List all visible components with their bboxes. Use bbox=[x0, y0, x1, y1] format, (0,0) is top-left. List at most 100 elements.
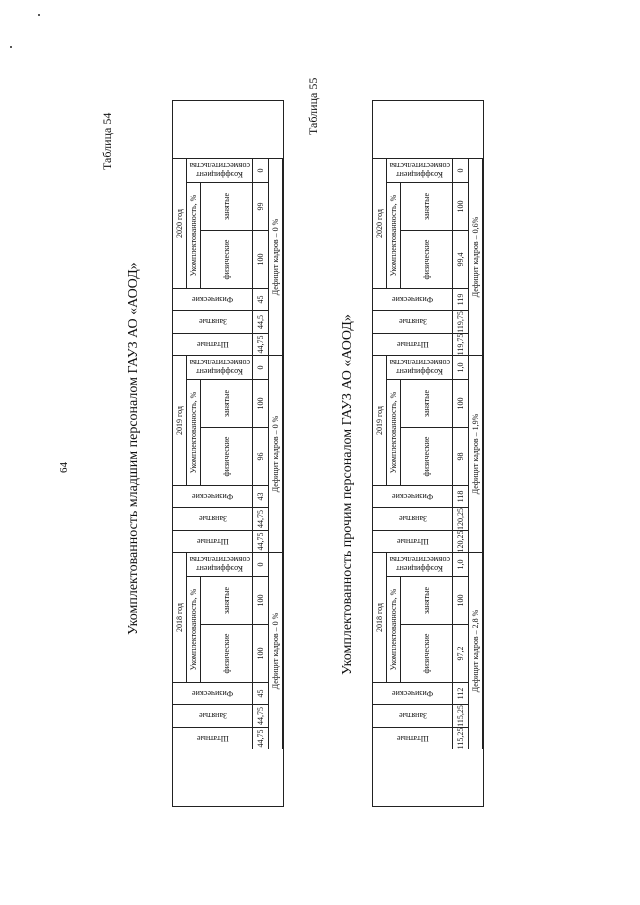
value-fiz-text: 43 bbox=[256, 492, 265, 501]
header-zanyat: Занятые bbox=[373, 704, 453, 727]
header-ukomp-text: Укомплектованность, % bbox=[189, 194, 198, 277]
value-koef-text: 0 bbox=[256, 168, 265, 173]
header-koef-text: Коэффициент совместительства bbox=[189, 358, 250, 377]
value-koef: 0 bbox=[453, 158, 469, 182]
header-zanyat: Занятые bbox=[173, 310, 253, 333]
value-zanyat: 120,25 bbox=[453, 507, 469, 530]
value-zanyat-text: 119,75 bbox=[456, 311, 465, 333]
header-ukomp-fiz-text: физические bbox=[422, 633, 431, 674]
header-ukomp-zan: занятые bbox=[201, 182, 253, 230]
deficit-note: Дефицит кадров – 0 % bbox=[269, 355, 283, 552]
header-zanyat-text: Занятые bbox=[198, 514, 227, 524]
value-ukomp_zan: 99 bbox=[253, 182, 269, 230]
header-ukomp-text: Укомплектованность, % bbox=[189, 391, 198, 474]
header-zanyat-text: Занятые bbox=[398, 514, 427, 524]
value-ukomp_zan-text: 100 bbox=[456, 397, 465, 410]
value-shtat-text: 119,75 bbox=[456, 333, 465, 355]
header-ukomp-zan: занятые bbox=[401, 379, 453, 427]
value-zanyat-text: 120,25 bbox=[456, 508, 465, 530]
header-ukomp-text: Укомплектованность, % bbox=[189, 588, 198, 671]
deficit-note-text: Дефицит кадров – 0 % bbox=[271, 415, 280, 493]
value-ukomp_fiz-text: 99,4 bbox=[456, 252, 465, 267]
header-zanyat-text: Занятые bbox=[198, 317, 227, 327]
header-koef: Коэффициент совместительства bbox=[187, 552, 253, 576]
header-ukomp-fiz-text: физические bbox=[222, 633, 231, 674]
value-shtat: 115,25 bbox=[453, 727, 469, 749]
value-zanyat: 44,75 bbox=[253, 507, 269, 530]
table-55-title: Укомплектованность прочим персоналом ГАУ… bbox=[340, 314, 355, 675]
value-fiz-text: 118 bbox=[456, 490, 465, 503]
value-ukomp_fiz: 97,2 bbox=[453, 624, 469, 682]
value-ukomp_zan-text: 99 bbox=[256, 202, 265, 211]
value-ukomp_zan-text: 100 bbox=[456, 594, 465, 607]
deficit-note: Дефицит кадров – 0 % bbox=[269, 552, 283, 749]
header-zanyat: Занятые bbox=[173, 507, 253, 530]
value-fiz: 112 bbox=[453, 682, 469, 704]
value-koef: 0 bbox=[253, 552, 269, 576]
header-shtat: Штатные bbox=[173, 727, 253, 749]
value-ukomp_zan: 100 bbox=[453, 379, 469, 427]
header-ukomp-fiz: физические bbox=[201, 624, 253, 682]
value-shtat: 119,75 bbox=[453, 333, 469, 355]
header-koef: Коэффициент совместительства bbox=[387, 552, 453, 576]
value-shtat-text: 120,25 bbox=[456, 530, 465, 553]
year-header-text: 2019 год bbox=[175, 406, 184, 435]
header-koef-text: Коэффициент совместительства bbox=[389, 358, 450, 377]
header-fiz: Физические bbox=[173, 682, 253, 704]
header-ukomp-zan-text: занятые bbox=[222, 192, 231, 221]
year-header-text: 2018 год bbox=[375, 603, 384, 632]
header-ukomp-fiz-text: физические bbox=[422, 239, 431, 280]
value-ukomp_fiz-text: 100 bbox=[256, 647, 265, 660]
header-shtat: Штатные bbox=[373, 530, 453, 552]
header-fiz: Физические bbox=[373, 288, 453, 310]
header-ukomp: Укомплектованность, % bbox=[187, 182, 201, 288]
year-header-text: 2019 год bbox=[375, 406, 384, 435]
value-ukomp_zan: 100 bbox=[453, 576, 469, 624]
header-ukomp-text: Укомплектованность, % bbox=[389, 588, 398, 671]
header-zanyat: Занятые bbox=[173, 704, 253, 727]
value-zanyat-text: 115,25 bbox=[456, 705, 465, 727]
value-shtat-text: 44,75 bbox=[256, 532, 265, 551]
value-ukomp_fiz: 96 bbox=[253, 427, 269, 485]
header-shtat: Штатные bbox=[373, 727, 453, 749]
table-55-label: Таблица 55 bbox=[306, 77, 320, 135]
year-header-text: 2020 год bbox=[375, 209, 384, 238]
header-fiz-text: Физические bbox=[191, 492, 234, 501]
header-ukomp: Укомплектованность, % bbox=[387, 182, 401, 288]
value-zanyat: 44,5 bbox=[253, 310, 269, 333]
header-koef: Коэффициент совместительства bbox=[387, 158, 453, 182]
year-header: 2020 год bbox=[173, 158, 187, 288]
value-koef-text: 0 bbox=[256, 562, 265, 567]
value-koef: 1,0 bbox=[453, 355, 469, 379]
header-ukomp: Укомплектованность, % bbox=[387, 576, 401, 682]
value-ukomp_fiz: 99,4 bbox=[453, 230, 469, 288]
header-ukomp-text: Укомплектованность, % bbox=[389, 391, 398, 474]
header-fiz-text: Физические bbox=[191, 689, 234, 698]
header-fiz-text: Физические bbox=[191, 295, 234, 304]
header-koef-text: Коэффициент совместительства bbox=[389, 161, 450, 180]
header-ukomp-zan-text: занятые bbox=[222, 586, 231, 615]
table-54-label: Таблица 54 bbox=[100, 112, 114, 170]
header-fiz: Физические bbox=[373, 485, 453, 507]
header-ukomp-fiz: физические bbox=[201, 427, 253, 485]
deficit-note: Дефицит кадров – 0 % bbox=[269, 158, 283, 355]
header-koef-text: Коэффициент совместительства bbox=[189, 161, 250, 180]
value-ukomp_zan-text: 100 bbox=[456, 200, 465, 213]
scan-speck bbox=[38, 14, 40, 16]
header-ukomp-fiz: физические bbox=[401, 427, 453, 485]
year-header: 2018 год bbox=[173, 552, 187, 682]
header-zanyat: Занятые bbox=[373, 310, 453, 333]
table-54-title: Укомплектованность младшим персоналом ГА… bbox=[126, 262, 141, 635]
header-ukomp-text: Укомплектованность, % bbox=[389, 194, 398, 277]
value-zanyat-text: 44,5 bbox=[256, 315, 265, 329]
header-ukomp-fiz: физические bbox=[201, 230, 253, 288]
header-zanyat-text: Занятые bbox=[398, 317, 427, 327]
deficit-note-text: Дефицит кадров – 0 % bbox=[271, 612, 280, 690]
value-ukomp_zan-text: 100 bbox=[256, 397, 265, 410]
year-header-text: 2018 год bbox=[175, 603, 184, 632]
header-fiz-text: Физические bbox=[391, 689, 434, 698]
value-ukomp_zan: 100 bbox=[253, 576, 269, 624]
